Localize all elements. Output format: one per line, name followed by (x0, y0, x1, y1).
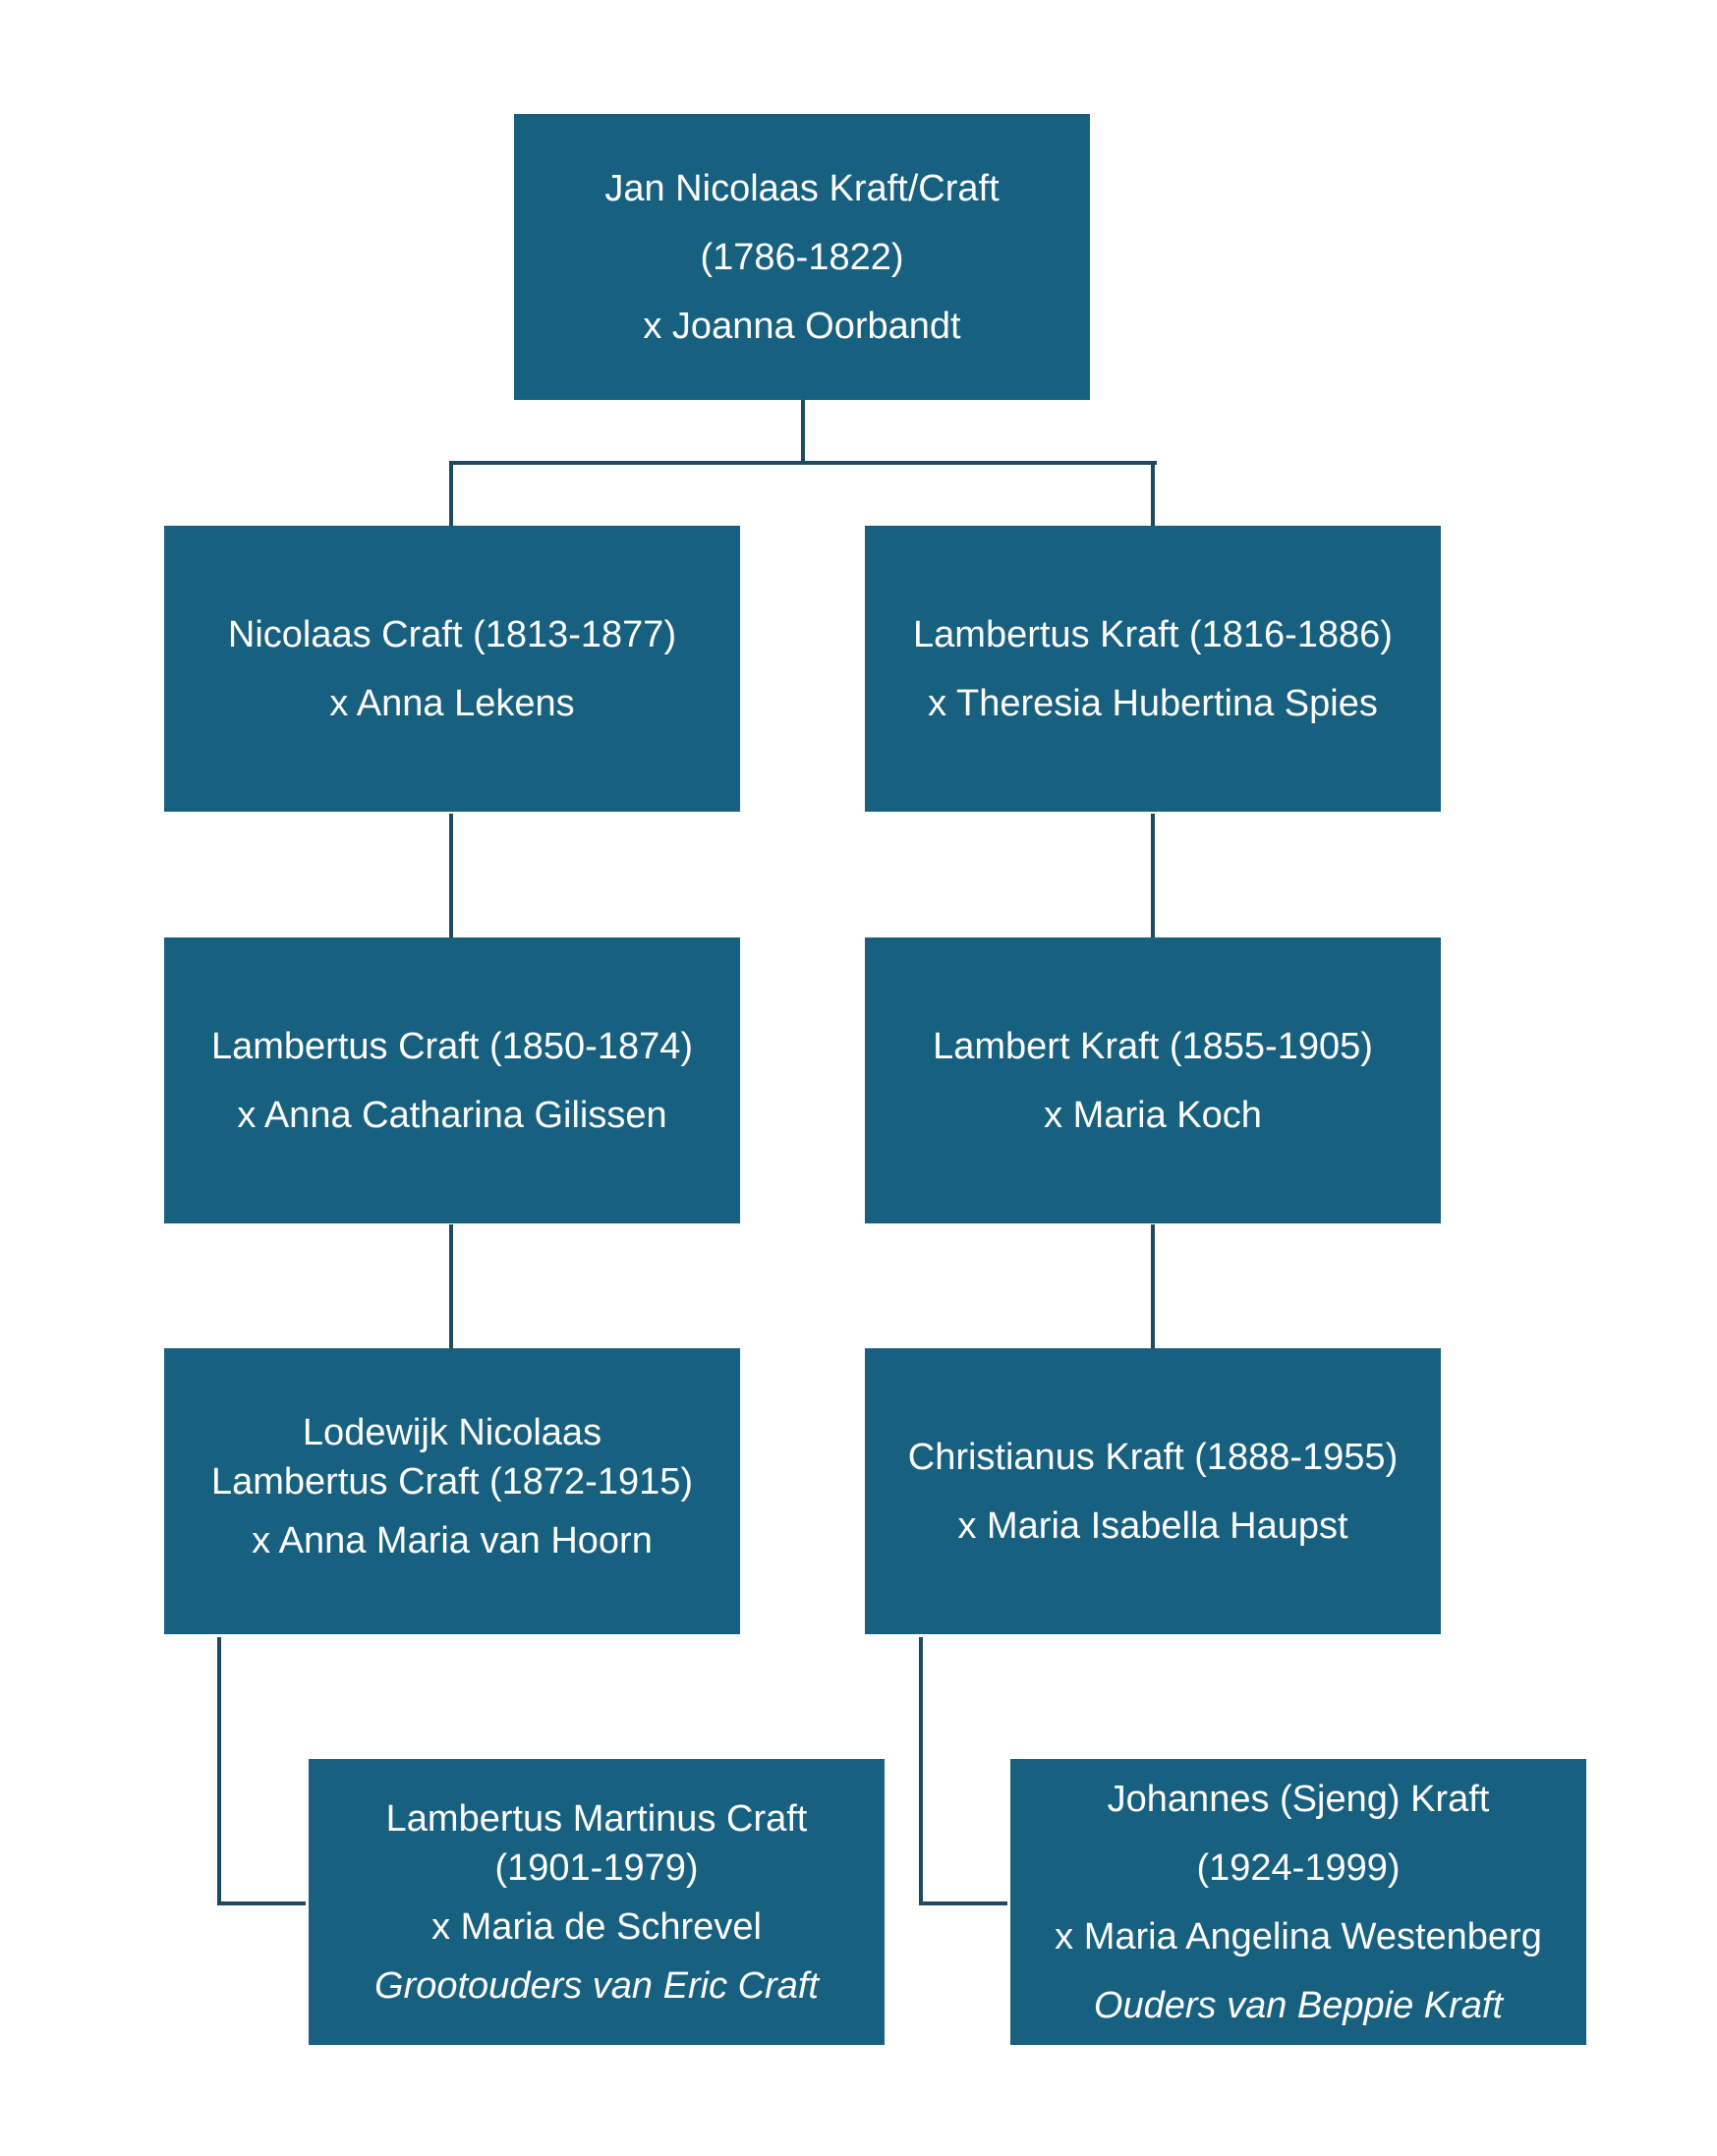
person-name: Christianus Kraft (1888-1955) (907, 1436, 1399, 1478)
connector-left-gen5-horizontal (217, 1901, 306, 1905)
connector-left-gen5-vertical (217, 1637, 221, 1905)
person-years: (1901-1979) (494, 1846, 699, 1889)
connector-left-gen2 (449, 461, 453, 526)
person-spouse: x Maria Koch (1044, 1094, 1262, 1136)
person-spouse: x Maria Angelina Westenberg (1055, 1915, 1542, 1957)
person-name: Lambertus Craft (1850-1874) (210, 1025, 694, 1067)
person-name: Nicolaas Craft (1813-1877) (227, 613, 677, 655)
person-spouse: x Anna Catharina Gilissen (237, 1094, 667, 1136)
connector-left-gen4 (449, 1224, 453, 1348)
person-box-lambertus-kraft: Lambertus Kraft (1816-1886) x Theresia H… (865, 526, 1441, 812)
person-note: Ouders van Beppie Kraft (1093, 1984, 1504, 2026)
person-note: Grootouders van Eric Craft (374, 1964, 819, 2007)
person-box-nicolaas-craft: Nicolaas Craft (1813-1877) x Anna Lekens (164, 526, 740, 812)
person-spouse: x Theresia Hubertina Spies (928, 682, 1378, 724)
person-spouse: x Anna Maria van Hoorn (252, 1519, 653, 1561)
person-spouse: x Joanna Oorbandt (643, 305, 961, 347)
person-box-root: Jan Nicolaas Kraft/Craft (1786-1822) x J… (514, 114, 1090, 400)
person-years: (1924-1999) (1196, 1846, 1401, 1889)
connector-right-gen4 (1151, 1224, 1155, 1348)
person-spouse: x Anna Lekens (329, 682, 575, 724)
connector-root-down (801, 400, 805, 465)
person-name: Lambert Kraft (1855-1905) (933, 1025, 1373, 1067)
person-box-lambertus-martinus-craft: Lambertus Martinus Craft (1901-1979) x M… (309, 1759, 885, 2045)
person-name-line2: Lambertus Craft (1872-1915) (210, 1460, 694, 1503)
connector-right-gen5-vertical (919, 1637, 923, 1905)
connector-right-gen2 (1151, 461, 1155, 526)
connector-root-branch (449, 461, 1157, 465)
person-name: Lambertus Kraft (1816-1886) (913, 613, 1393, 655)
person-box-lodewijk-craft: Lodewijk Nicolaas Lambertus Craft (1872-… (164, 1348, 740, 1634)
person-name: Lambertus Martinus Craft (385, 1797, 808, 1840)
connector-right-gen3 (1151, 814, 1155, 937)
person-box-johannes-kraft: Johannes (Sjeng) Kraft (1924-1999) x Mar… (1010, 1759, 1586, 2045)
person-spouse: x Maria Isabella Haupst (957, 1504, 1348, 1547)
person-years: (1786-1822) (700, 236, 904, 278)
person-box-lambert-kraft: Lambert Kraft (1855-1905) x Maria Koch (865, 937, 1441, 1223)
connector-right-gen5-horizontal (919, 1901, 1007, 1905)
person-name-line1: Lodewijk Nicolaas (302, 1411, 602, 1453)
person-spouse: x Maria de Schrevel (431, 1905, 762, 1948)
person-name: Johannes (Sjeng) Kraft (1107, 1778, 1490, 1820)
person-box-christianus-kraft: Christianus Kraft (1888-1955) x Maria Is… (865, 1348, 1441, 1634)
person-name: Jan Nicolaas Kraft/Craft (604, 167, 1000, 209)
person-box-lambertus-craft: Lambertus Craft (1850-1874) x Anna Catha… (164, 937, 740, 1223)
connector-left-gen3 (449, 814, 453, 937)
